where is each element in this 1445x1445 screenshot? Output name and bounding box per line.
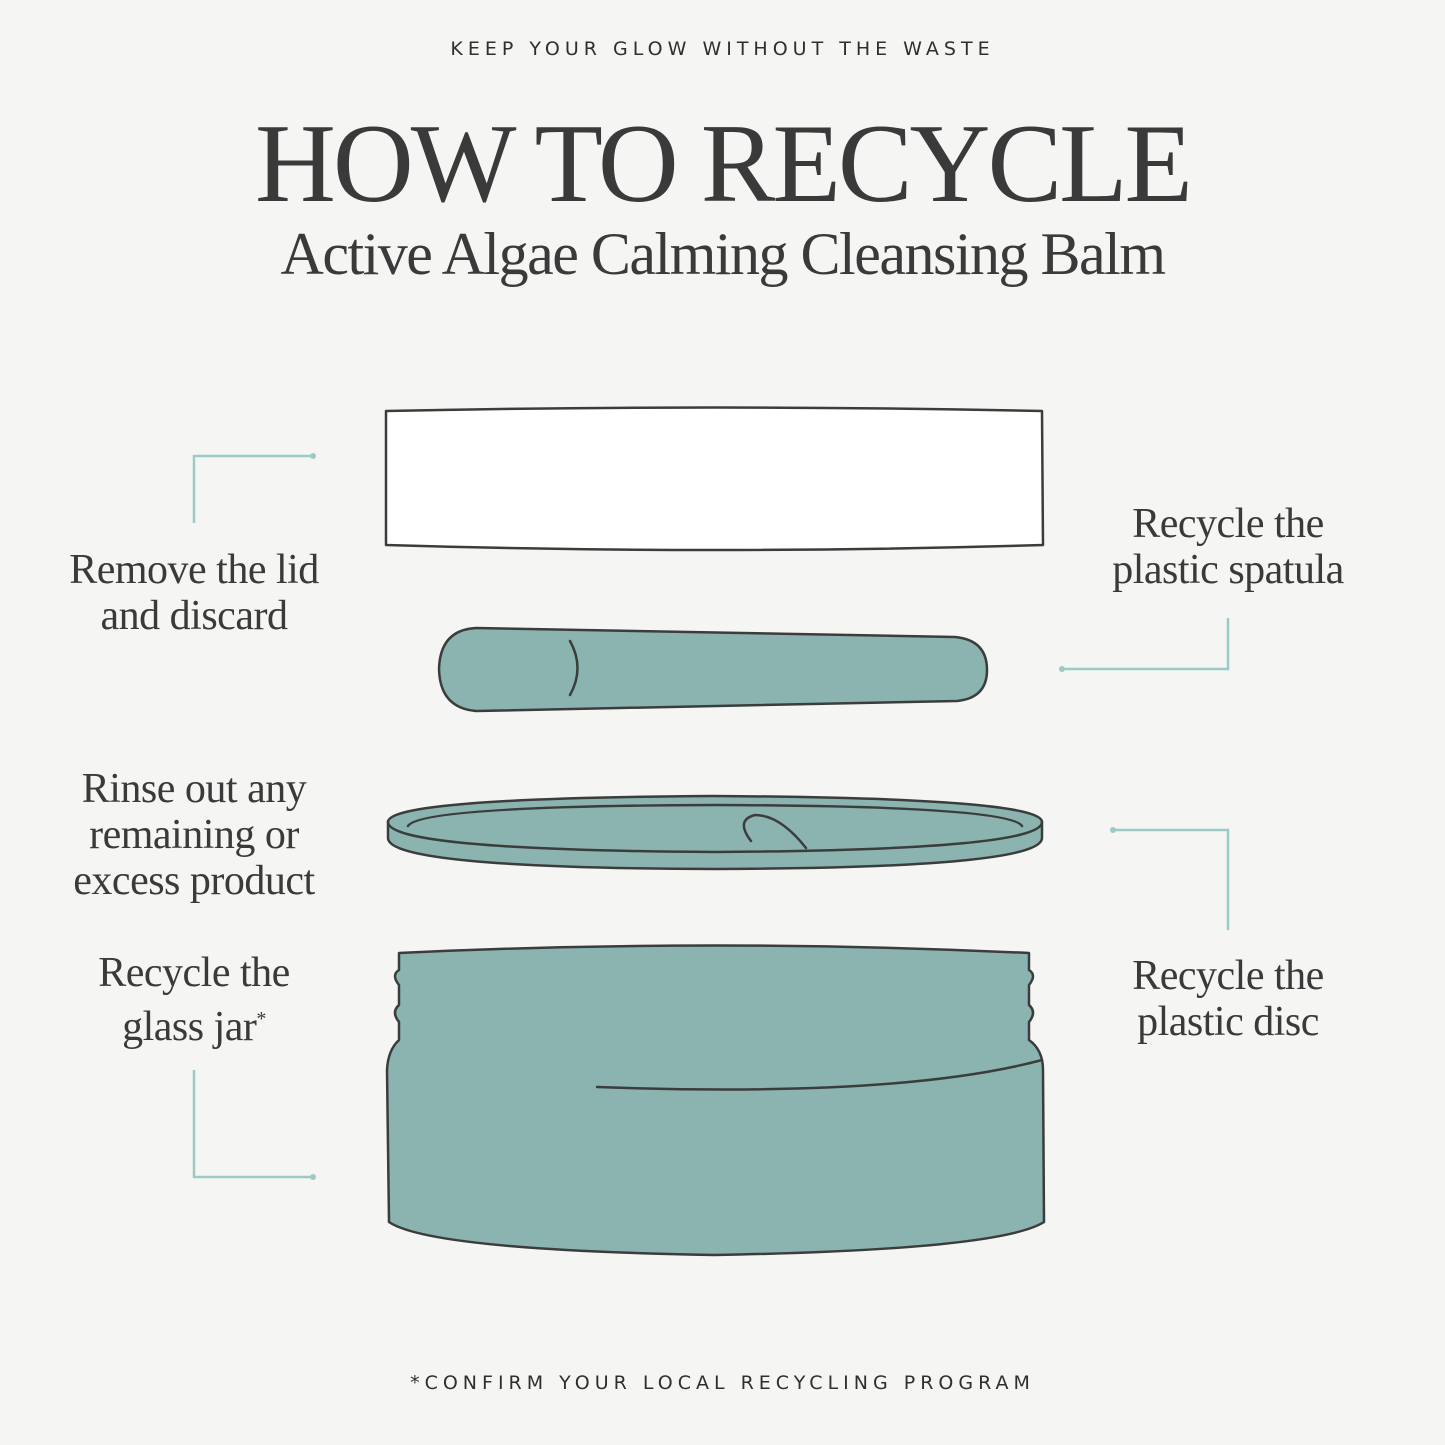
- step-text: Recycle the: [1132, 501, 1324, 547]
- step-rinse: Rinse out any remaining or excess produc…: [24, 766, 364, 904]
- step-remove-lid: Remove the lid and discard: [24, 547, 364, 639]
- glass-jar-shape: [385, 944, 1046, 1257]
- footer-note: *CONFIRM YOUR LOCAL RECYCLING PROGRAM: [410, 1372, 1035, 1394]
- step-recycle-disc: Recycle the plastic disc: [1058, 953, 1398, 1045]
- step-text: Recycle the: [1132, 953, 1324, 999]
- connector-disc: [1113, 828, 1230, 930]
- step-text: plastic spatula: [1112, 547, 1344, 593]
- footnote-mark: *: [256, 1008, 266, 1030]
- eyebrow-text: KEEP YOUR GLOW WITHOUT THE WASTE: [450, 38, 995, 60]
- step-recycle-spatula: Recycle the plastic spatula: [1058, 501, 1398, 593]
- step-text: and discard: [100, 593, 288, 639]
- step-text: plastic disc: [1137, 999, 1319, 1045]
- product-name: Active Algae Calming Cleansing Balm: [280, 221, 1166, 287]
- step-recycle-jar: Recycle the glass jar*: [24, 950, 364, 1050]
- connector-lid: [192, 454, 313, 523]
- page-title: HOW TO RECYCLE: [255, 102, 1193, 226]
- step-text: Recycle the: [98, 950, 290, 996]
- step-text: excess product: [73, 858, 315, 904]
- connector-spatula: [1062, 618, 1230, 671]
- spatula-shape: [437, 626, 989, 713]
- step-text: Rinse out any: [81, 766, 307, 812]
- disc-shape: [386, 794, 1044, 871]
- lid-shape: [384, 406, 1045, 552]
- step-text: glass jar: [122, 1004, 257, 1050]
- step-text: Remove the lid: [69, 547, 319, 593]
- step-text: remaining or: [89, 812, 299, 858]
- connector-jar: [192, 1070, 313, 1179]
